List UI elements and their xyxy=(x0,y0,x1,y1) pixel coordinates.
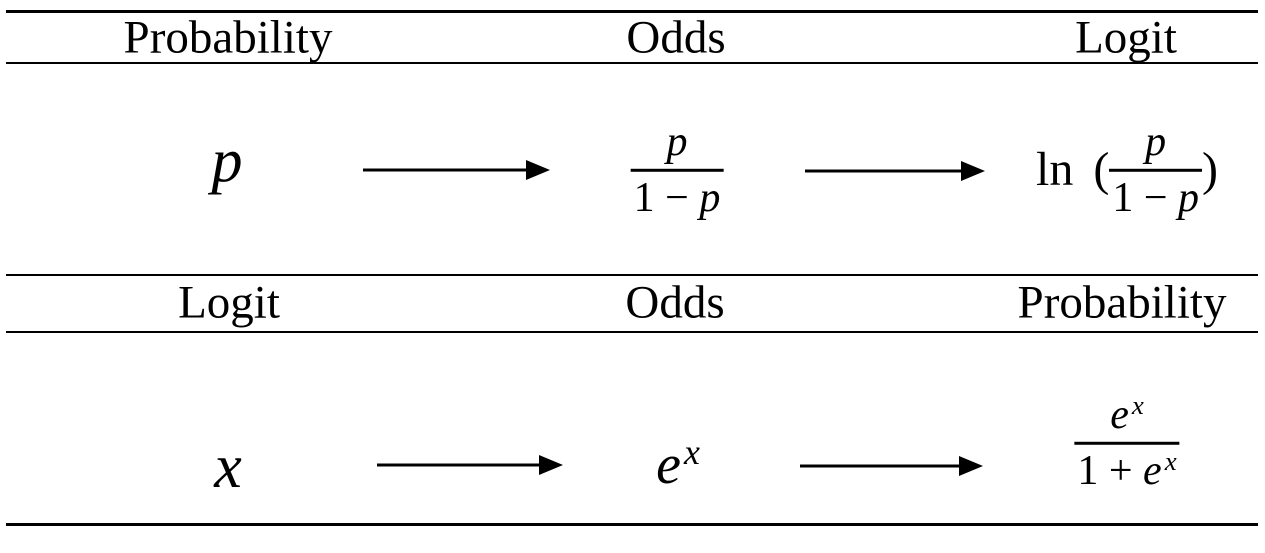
right-arrow-icon xyxy=(800,456,983,476)
table-rule-top xyxy=(6,10,1258,13)
exp-superscript: x xyxy=(1164,445,1177,476)
exp-base: e xyxy=(1143,447,1162,494)
header-logit-2: Logit xyxy=(178,276,280,329)
arrow-head xyxy=(526,160,550,180)
denominator-symbol: p xyxy=(1178,174,1200,221)
odds-exponential: ex xyxy=(656,434,700,496)
exp-base: e xyxy=(656,434,681,496)
arrow-head xyxy=(961,161,985,181)
fraction-bar xyxy=(1109,168,1203,172)
fraction-denominator: 1 − p xyxy=(1109,174,1202,223)
arrow-head xyxy=(539,455,563,475)
close-paren: ) xyxy=(1202,143,1218,196)
denominator-symbol: p xyxy=(699,174,721,221)
ln-function-label: ln xyxy=(1036,143,1074,196)
denominator-prefix: 1 − xyxy=(633,174,700,221)
exp-superscript: x xyxy=(683,432,700,473)
right-arrow-icon xyxy=(805,161,985,181)
probability-symbol: p xyxy=(211,127,243,195)
header-probability-1: Probability xyxy=(123,11,333,64)
table-rule-under-header-1 xyxy=(6,62,1258,64)
logit-symbol: x xyxy=(214,433,242,501)
header-odds-2: Odds xyxy=(625,276,725,329)
arrow-shaft xyxy=(377,463,542,467)
fraction-denominator: 1 − p xyxy=(631,174,724,223)
logit-expression: ln ( p 1 − p ) xyxy=(1036,118,1218,222)
fraction-numerator: p xyxy=(666,118,688,165)
exp-superscript: x xyxy=(1131,389,1144,420)
denominator-prefix: 1 − xyxy=(1112,174,1179,221)
fraction-bar xyxy=(1074,441,1180,445)
odds-fraction: p 1 − p xyxy=(630,118,724,223)
arrow-head xyxy=(959,456,983,476)
logit-inner-fraction: p 1 − p xyxy=(1109,118,1203,223)
table-rule-section-divider xyxy=(6,274,1258,276)
right-arrow-icon xyxy=(363,160,550,180)
header-probability-2: Probability xyxy=(1017,276,1227,329)
arrow-shaft xyxy=(363,168,529,172)
header-odds-1: Odds xyxy=(626,11,726,64)
open-paren: ( xyxy=(1093,143,1110,196)
table-rule-under-header-2 xyxy=(6,331,1258,333)
right-arrow-icon xyxy=(377,455,563,475)
table-rule-bottom xyxy=(6,523,1258,526)
exp-base: e xyxy=(1110,391,1129,438)
header-logit-1: Logit xyxy=(1075,11,1177,64)
fraction-bar xyxy=(630,168,724,172)
denominator-prefix: 1 + xyxy=(1077,447,1144,494)
fraction-numerator: p xyxy=(1145,118,1167,165)
arrow-shaft xyxy=(805,169,964,173)
arrow-shaft xyxy=(800,464,962,468)
